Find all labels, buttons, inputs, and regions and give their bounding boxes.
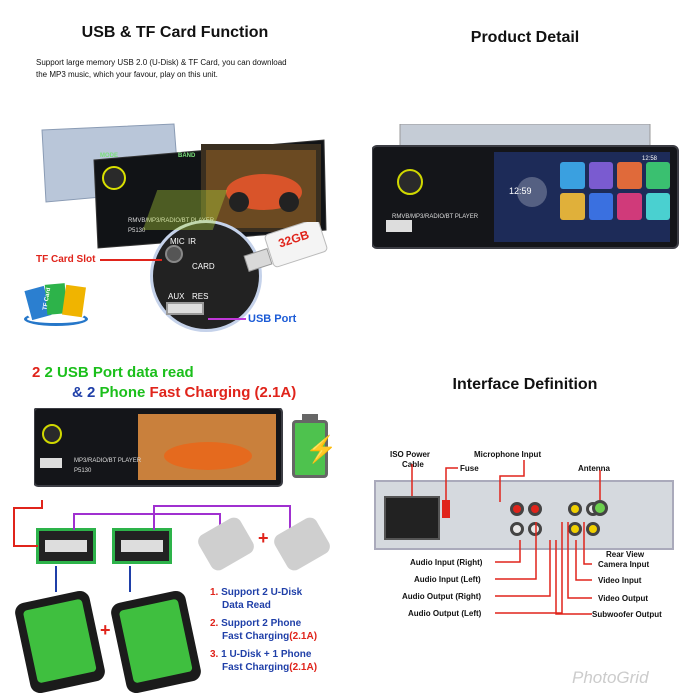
rca-jack [510,502,524,516]
watermark: PhotoGrid [572,668,649,687]
product-detail-panel: Product Detail 12:59 12:58 RMVB/MP3/RADI… [350,0,700,350]
mode-label: MODE [100,153,118,159]
interface-title: Interface Definition [452,376,598,393]
battery-icon [292,420,328,478]
audio-out-left-label: Audio Output (Left) [408,609,482,618]
car-radio-unit [41,123,327,249]
rca-jack [568,522,582,536]
aux-label: AUX [168,292,185,301]
car-radio-unit-3 [34,408,283,487]
usb-port-2 [112,528,172,564]
headline-line2: & 2 Phone Fast Charging (2.1A) [72,384,297,401]
tf-card-image [20,280,90,330]
model-label-3: P5130 [74,468,92,474]
panel-text: RMVB/MP3/RADIO/BT PLAYER [128,218,215,224]
usb-tf-panel: USB & TF Card Function Support large mem… [0,0,350,350]
fuse-icon [442,500,450,518]
plus-1: + [258,528,269,548]
model-label: P5130 [128,228,146,234]
interface-definition-panel: Interface Definition ISO Power Cable Fus… [350,350,700,700]
usb-slot [166,302,204,315]
connection-lines [13,500,291,592]
antenna-jack [592,500,608,516]
mic-input-label: Microphone Input [474,450,542,459]
battery-cap [302,414,318,420]
phone-2-icon [109,589,203,695]
audio-in-left-label: Audio Input (Left) [414,575,481,584]
usb-tf-description: Support large memory USB 2.0 (U-Disk) & … [36,58,287,79]
mic-label: MIC [170,237,185,246]
panel-text-2: RMVB/MP3/RADIO/BT PLAYER [392,214,479,220]
app-icon-grid [560,162,670,220]
card-label: CARD [192,262,215,271]
fuse-label: Fuse [460,464,479,473]
zoom-beam [142,190,228,230]
panel-text-3: MP3/RADIO/BT PLAYER [74,458,142,464]
audio-out-right-label: Audio Output (Right) [402,592,482,601]
video-input-label: Video Input [598,576,642,585]
rca-jack [528,522,542,536]
product-detail-title: Product Detail [470,29,580,46]
usb-charging-panel: 2 2 USB Port data read & 2 Phone Fast Ch… [0,350,350,700]
antenna-label: Antenna [578,464,610,473]
rca-jack [510,522,524,536]
tf-card-slot-label: TF Card Slot [36,254,96,265]
iso-connector [384,496,440,540]
rca-jack [586,522,600,536]
video-output-label: Video Output [598,594,649,603]
headline-line1: 2 2 USB Port data read [32,364,194,381]
usb-arrow [208,318,246,320]
res-label: RES [192,292,209,301]
audio-in-right-label: Audio Input (Right) [410,558,483,567]
usb-tf-title: USB & TF Card Function [81,24,269,41]
leader-lines [411,460,601,615]
cable-label: Cable [402,460,424,469]
rca-jack [528,502,542,516]
lightning-icon: ⚡ [305,434,338,464]
usb-port-label: USB Port [248,313,297,325]
subwoofer-output-label: Subwoofer Output [592,610,662,619]
status-time: 12:58 [642,156,658,162]
rear-view-label: Rear View [606,550,645,559]
phone-1-icon [13,589,107,695]
screen-clock: 12:59 [509,186,532,196]
tf-arrow [100,259,162,261]
mic-jack [165,245,183,263]
usb-port-1 [36,528,96,564]
plus-2: + [100,620,111,640]
usb-stick-image [243,222,328,272]
band-label: BAND [178,153,196,159]
rca-jack [568,502,582,516]
iso-label: ISO Power [390,450,431,459]
camera-input-label: Camera Input [598,560,650,569]
ir-label: IR [188,237,196,246]
model-label-2: P5130 [392,223,410,229]
